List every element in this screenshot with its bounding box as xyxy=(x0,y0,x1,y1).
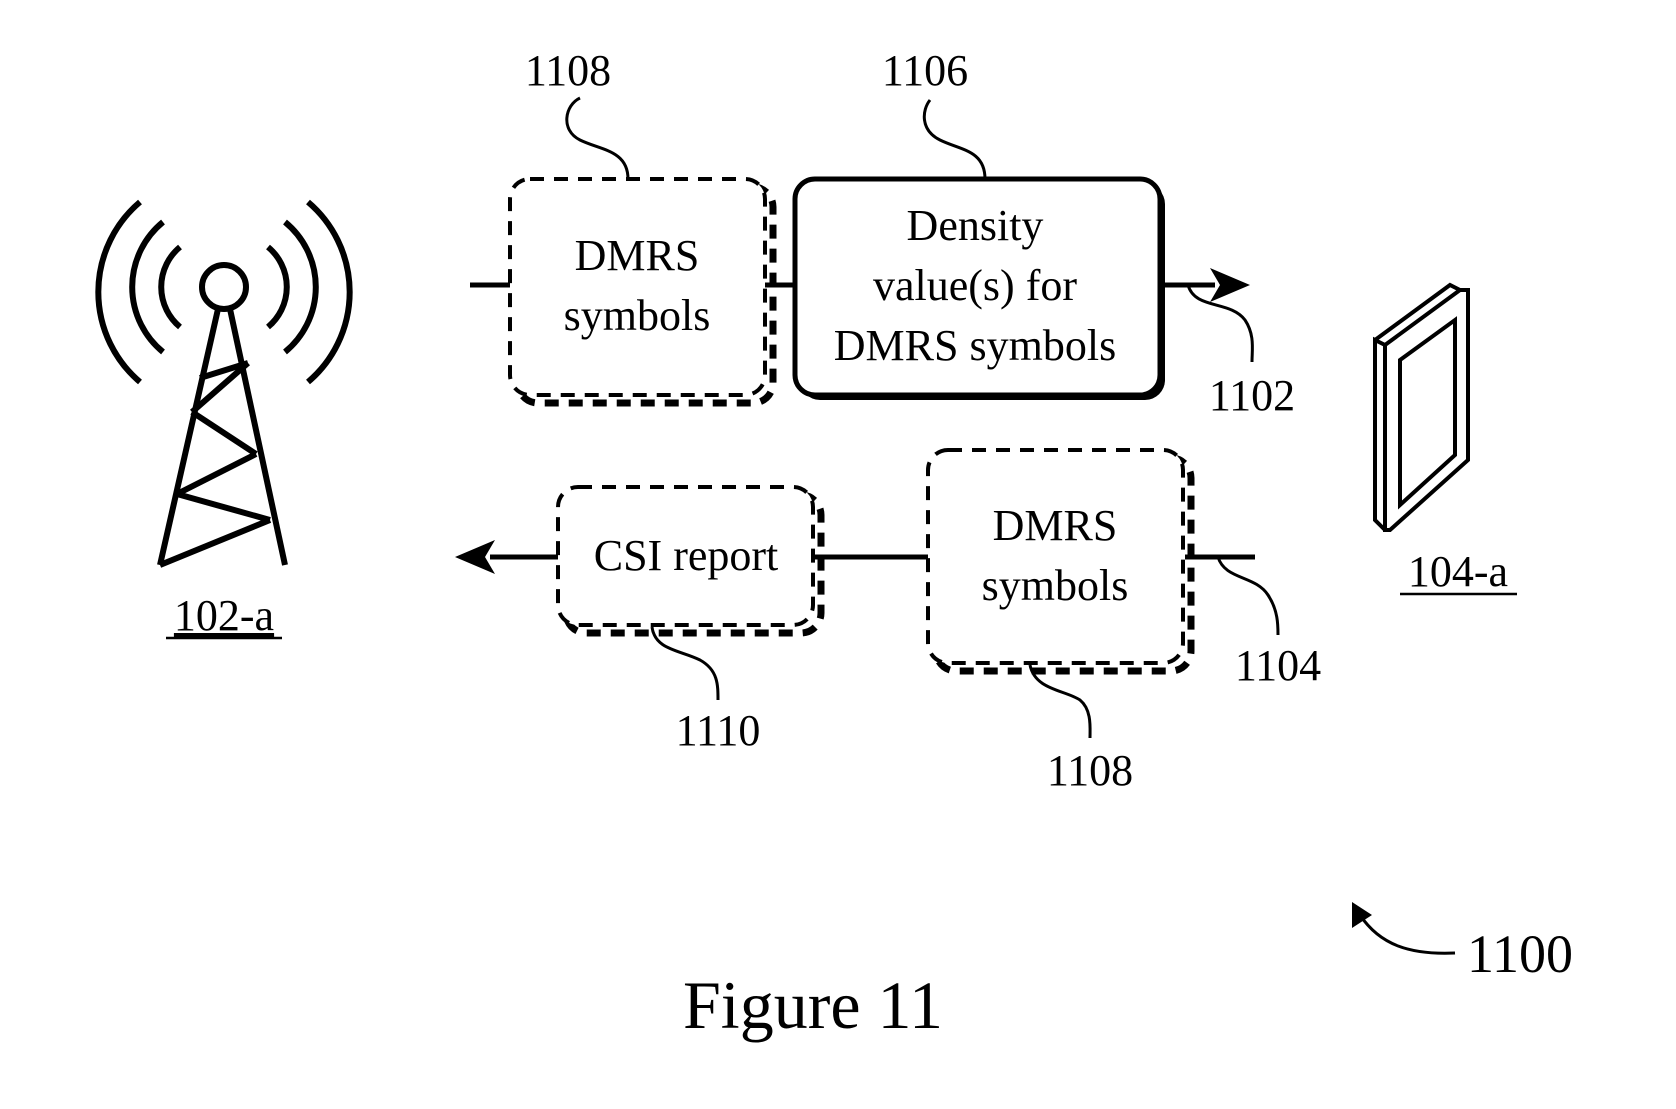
ref-1108-bottom-leader xyxy=(1028,664,1092,739)
ref-1102-leader xyxy=(1186,284,1254,363)
ref-1108-top: 1108 xyxy=(525,46,611,95)
ref-1108-bottom: 1108 xyxy=(1047,746,1133,795)
uplink-dmrs-line2: symbols xyxy=(982,561,1129,610)
uplink-arrow xyxy=(455,540,1255,574)
uplink-dmrs-box: DMRS symbols xyxy=(926,448,1195,675)
uplink-dmrs-line1: DMRS xyxy=(993,501,1118,550)
ref-1110: 1110 xyxy=(676,706,761,755)
downlink-dmrs-line2: symbols xyxy=(564,291,711,340)
ref-1110-leader xyxy=(650,626,720,701)
uplink-arrowhead-icon xyxy=(455,540,495,574)
csi-report-box: CSI report xyxy=(556,485,825,637)
ref-1100: 1100 xyxy=(1467,924,1573,984)
density-line2: value(s) for xyxy=(873,261,1077,310)
handset-icon xyxy=(1373,282,1470,532)
ref-1102: 1102 xyxy=(1209,371,1295,420)
ref-1106: 1106 xyxy=(882,46,968,95)
figure-caption: Figure 11 xyxy=(683,967,943,1043)
downlink-dmrs-box: DMRS symbols xyxy=(508,177,777,407)
ref-1100-leader xyxy=(1358,914,1456,955)
ref-1100-arrowhead-icon xyxy=(1352,902,1372,928)
ref-1108-top-leader xyxy=(565,96,630,180)
ref-1104: 1104 xyxy=(1235,641,1321,690)
downlink-arrowhead-icon xyxy=(1210,268,1250,302)
density-line1: Density xyxy=(907,201,1044,250)
cell-tower-icon xyxy=(95,199,353,568)
downlink-dmrs-line1: DMRS xyxy=(575,231,700,280)
density-line3: DMRS symbols xyxy=(834,321,1116,370)
base-station-label: 102-a xyxy=(174,591,274,640)
ue-label: 104-a xyxy=(1408,547,1508,596)
ref-1106-leader xyxy=(922,99,987,180)
csi-report-label: CSI report xyxy=(594,531,779,580)
density-value-box: Density value(s) for DMRS symbols xyxy=(792,176,1165,400)
ref-1104-leader xyxy=(1216,556,1280,636)
